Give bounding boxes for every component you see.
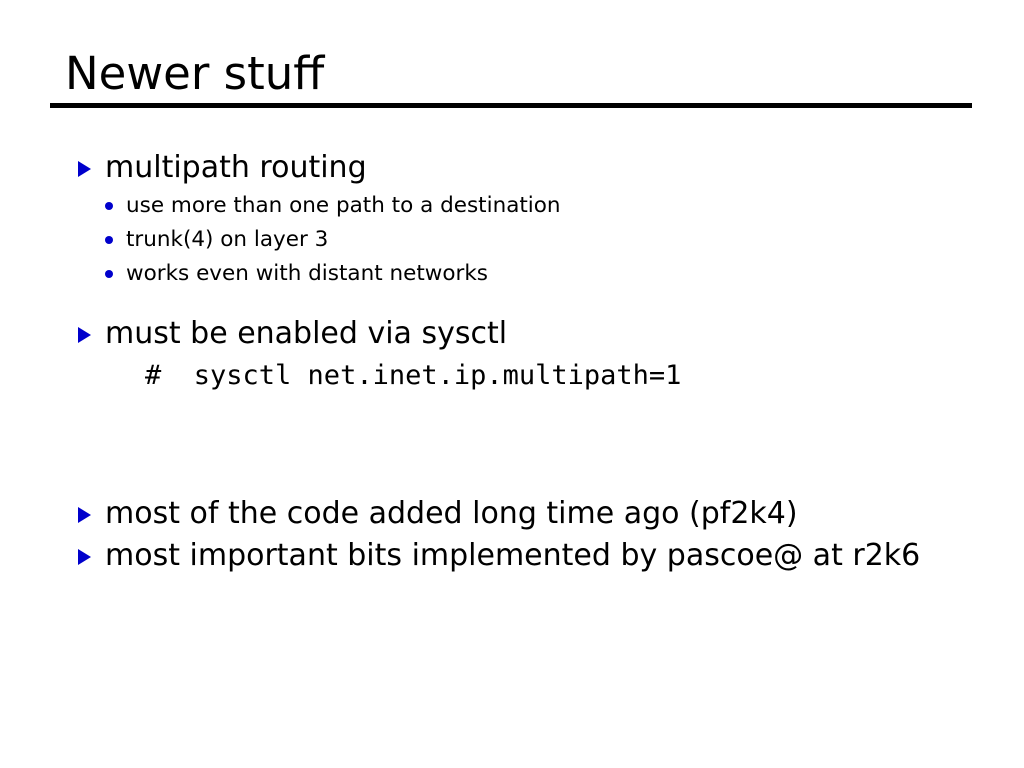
sub-bullet-item-distant-networks: works even with distant networks <box>0 257 1024 291</box>
sub-bullet-item-use-more-than-one-path: use more than one path to a destination <box>0 189 1024 223</box>
bullet-label: multipath routing <box>105 150 367 185</box>
slide-body: multipath routing use more than one path… <box>0 147 1024 577</box>
title-divider <box>50 103 972 108</box>
page-title: Newer stuff <box>65 47 325 100</box>
bullet-item-most-important-bits: most important bits implemented by pasco… <box>0 535 1024 577</box>
dot-icon <box>105 236 113 244</box>
sub-bullet-item-trunk-layer3: trunk(4) on layer 3 <box>0 223 1024 257</box>
bullet-group-sysctl: must be enabled via sysctl # sysctl net.… <box>0 313 1024 397</box>
bullet-label: most of the code added long time ago (pf… <box>105 496 798 531</box>
title-block: Newer stuff <box>50 48 972 108</box>
bullet-label: must be enabled via sysctl <box>105 316 508 351</box>
spacer <box>0 397 1024 493</box>
triangle-right-icon <box>78 549 91 565</box>
triangle-right-icon <box>78 327 91 343</box>
bullet-item-multipath-routing: multipath routing <box>0 147 1024 189</box>
bullet-item-most-of-the-code-added: most of the code added long time ago (pf… <box>0 493 1024 535</box>
bullet-item-must-be-enabled-via-sysctl: must be enabled via sysctl <box>0 313 1024 355</box>
bullet-group-multipath-routing: multipath routing use more than one path… <box>0 147 1024 291</box>
command-line-sysctl: # sysctl net.inet.ip.multipath=1 <box>145 360 682 391</box>
bullet-group-history: most of the code added long time ago (pf… <box>0 493 1024 577</box>
sub-bullet-label: works even with distant networks <box>126 261 488 286</box>
triangle-right-icon <box>78 507 91 523</box>
dot-icon <box>105 202 113 210</box>
dot-icon <box>105 270 113 278</box>
bullet-label: most important bits implemented by pasco… <box>105 538 921 573</box>
sub-bullet-label: use more than one path to a destination <box>126 193 561 218</box>
spacer <box>0 291 1024 313</box>
sub-bullet-label: trunk(4) on layer 3 <box>126 227 329 252</box>
triangle-right-icon <box>78 161 91 177</box>
